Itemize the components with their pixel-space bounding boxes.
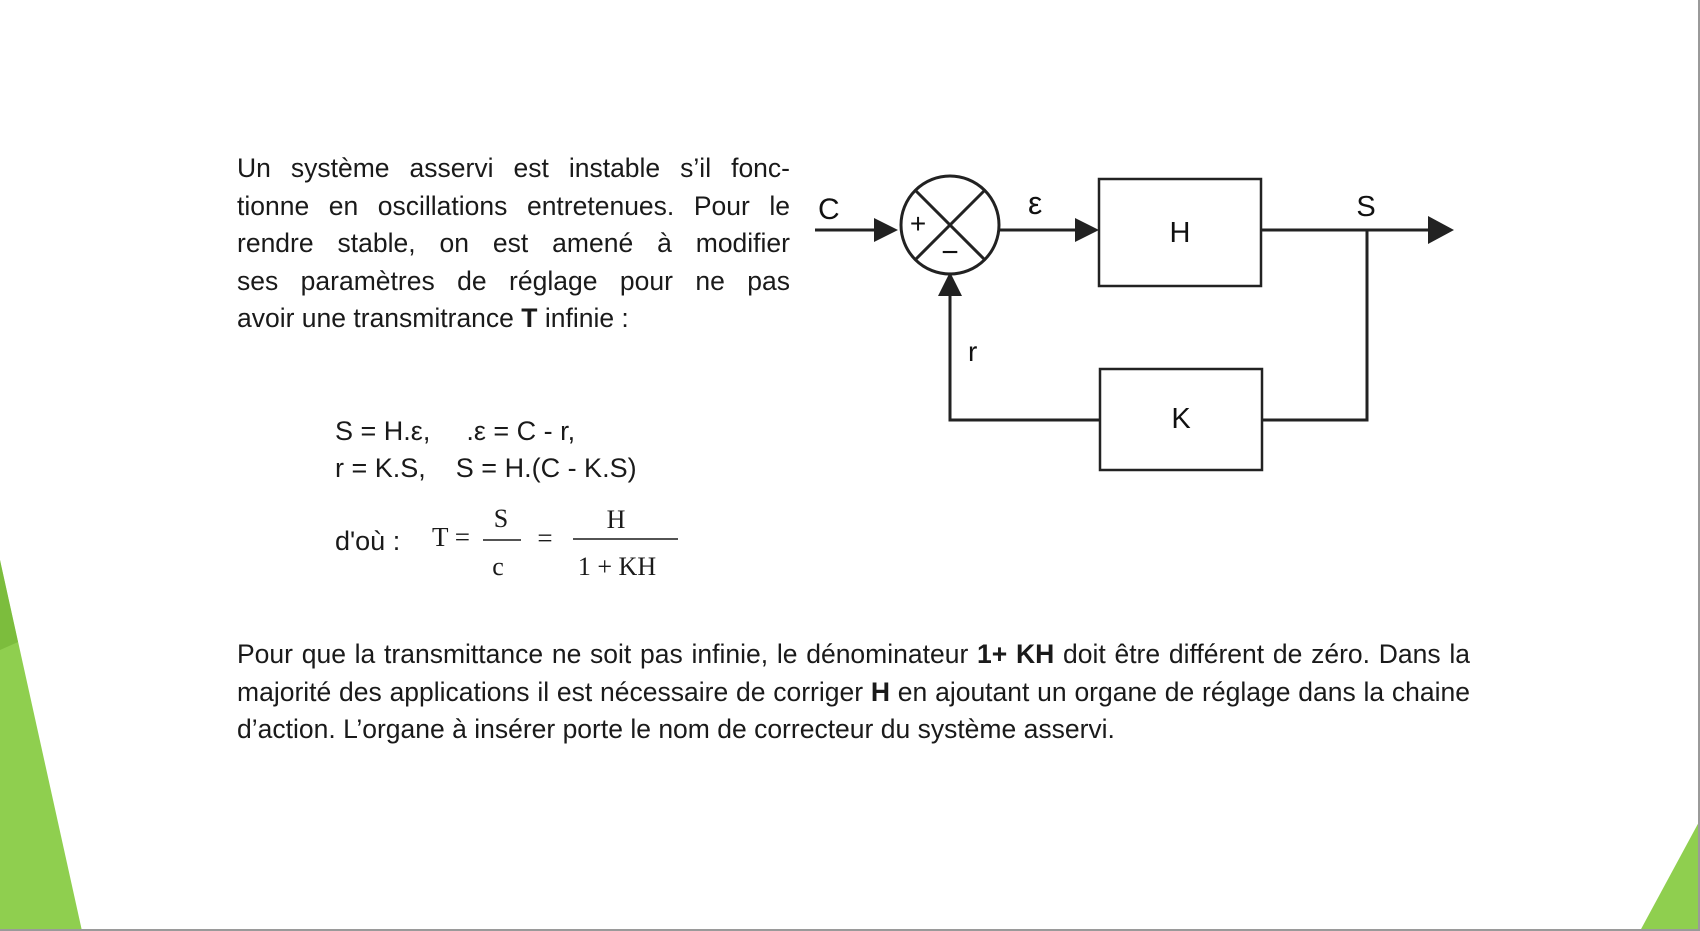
left-green-triangle-shade [0, 560, 18, 650]
equation-line-2: r = K.S, S = H.(C - K.S) [335, 450, 637, 486]
output-label-s: S [1356, 191, 1375, 223]
feedback-block-label: K [1171, 403, 1191, 435]
equation-r: r = K.S, [335, 453, 426, 483]
feedback-branch-line [1262, 230, 1369, 422]
error-label-epsilon: ε [1028, 185, 1042, 221]
comparator-cross-2 [913, 188, 987, 262]
t-equals: T = [432, 522, 470, 552]
equation-s: S = H.ε, [335, 416, 431, 446]
fraction2-denominator: 1 + KH [578, 552, 656, 581]
intro-paragraph: Un système asservi est instable s’il fon… [237, 150, 790, 338]
conclusion-paragraph: Pour que la transmittance ne soit pas in… [237, 639, 1470, 744]
equation-epsilon: .ε = C - r, [466, 416, 576, 446]
plus-sign: + [910, 208, 926, 239]
forward-transfer-symbol: H [870, 676, 891, 707]
forward-block-h [1097, 177, 1263, 288]
left-green-triangle [0, 560, 82, 931]
feedback-label-r: r [968, 336, 977, 367]
intro-line: tionne en oscillations entretenues. Pour… [237, 190, 790, 221]
feedback-return-line [948, 296, 1100, 422]
denominator-expression: 1+ KH [977, 639, 1055, 669]
intro-last-line: avoir une transmitrance T infinie : [237, 303, 629, 333]
fraction2-numerator: H [607, 505, 626, 534]
output-arrowhead [1428, 216, 1454, 244]
fraction1-numerator: S [494, 504, 508, 533]
feedback-arrowhead [938, 272, 962, 296]
minus-sign: − [941, 236, 959, 269]
fraction1-denominator: c [492, 552, 504, 581]
equals-sign: = [537, 523, 552, 553]
equation-s-expanded: S = H.(C - K.S) [455, 453, 637, 483]
intro-line: rendre stable, on est amené à modifier [237, 228, 790, 258]
intro-line: Un système asservi est instable s’il fon… [237, 153, 790, 183]
input-label-c: C [818, 193, 840, 226]
input-arrowhead [874, 218, 898, 242]
dou-label: d'où : [335, 526, 401, 556]
error-arrowhead [1075, 218, 1099, 242]
equation-line-1: S = H.ε, .ε = C - r, [335, 413, 575, 449]
transmittance-symbol: T [521, 303, 538, 333]
intro-line: ses paramètres de réglage pour ne pas [237, 265, 790, 296]
right-green-triangle [1640, 820, 1700, 931]
forward-block-label: H [1170, 217, 1191, 249]
